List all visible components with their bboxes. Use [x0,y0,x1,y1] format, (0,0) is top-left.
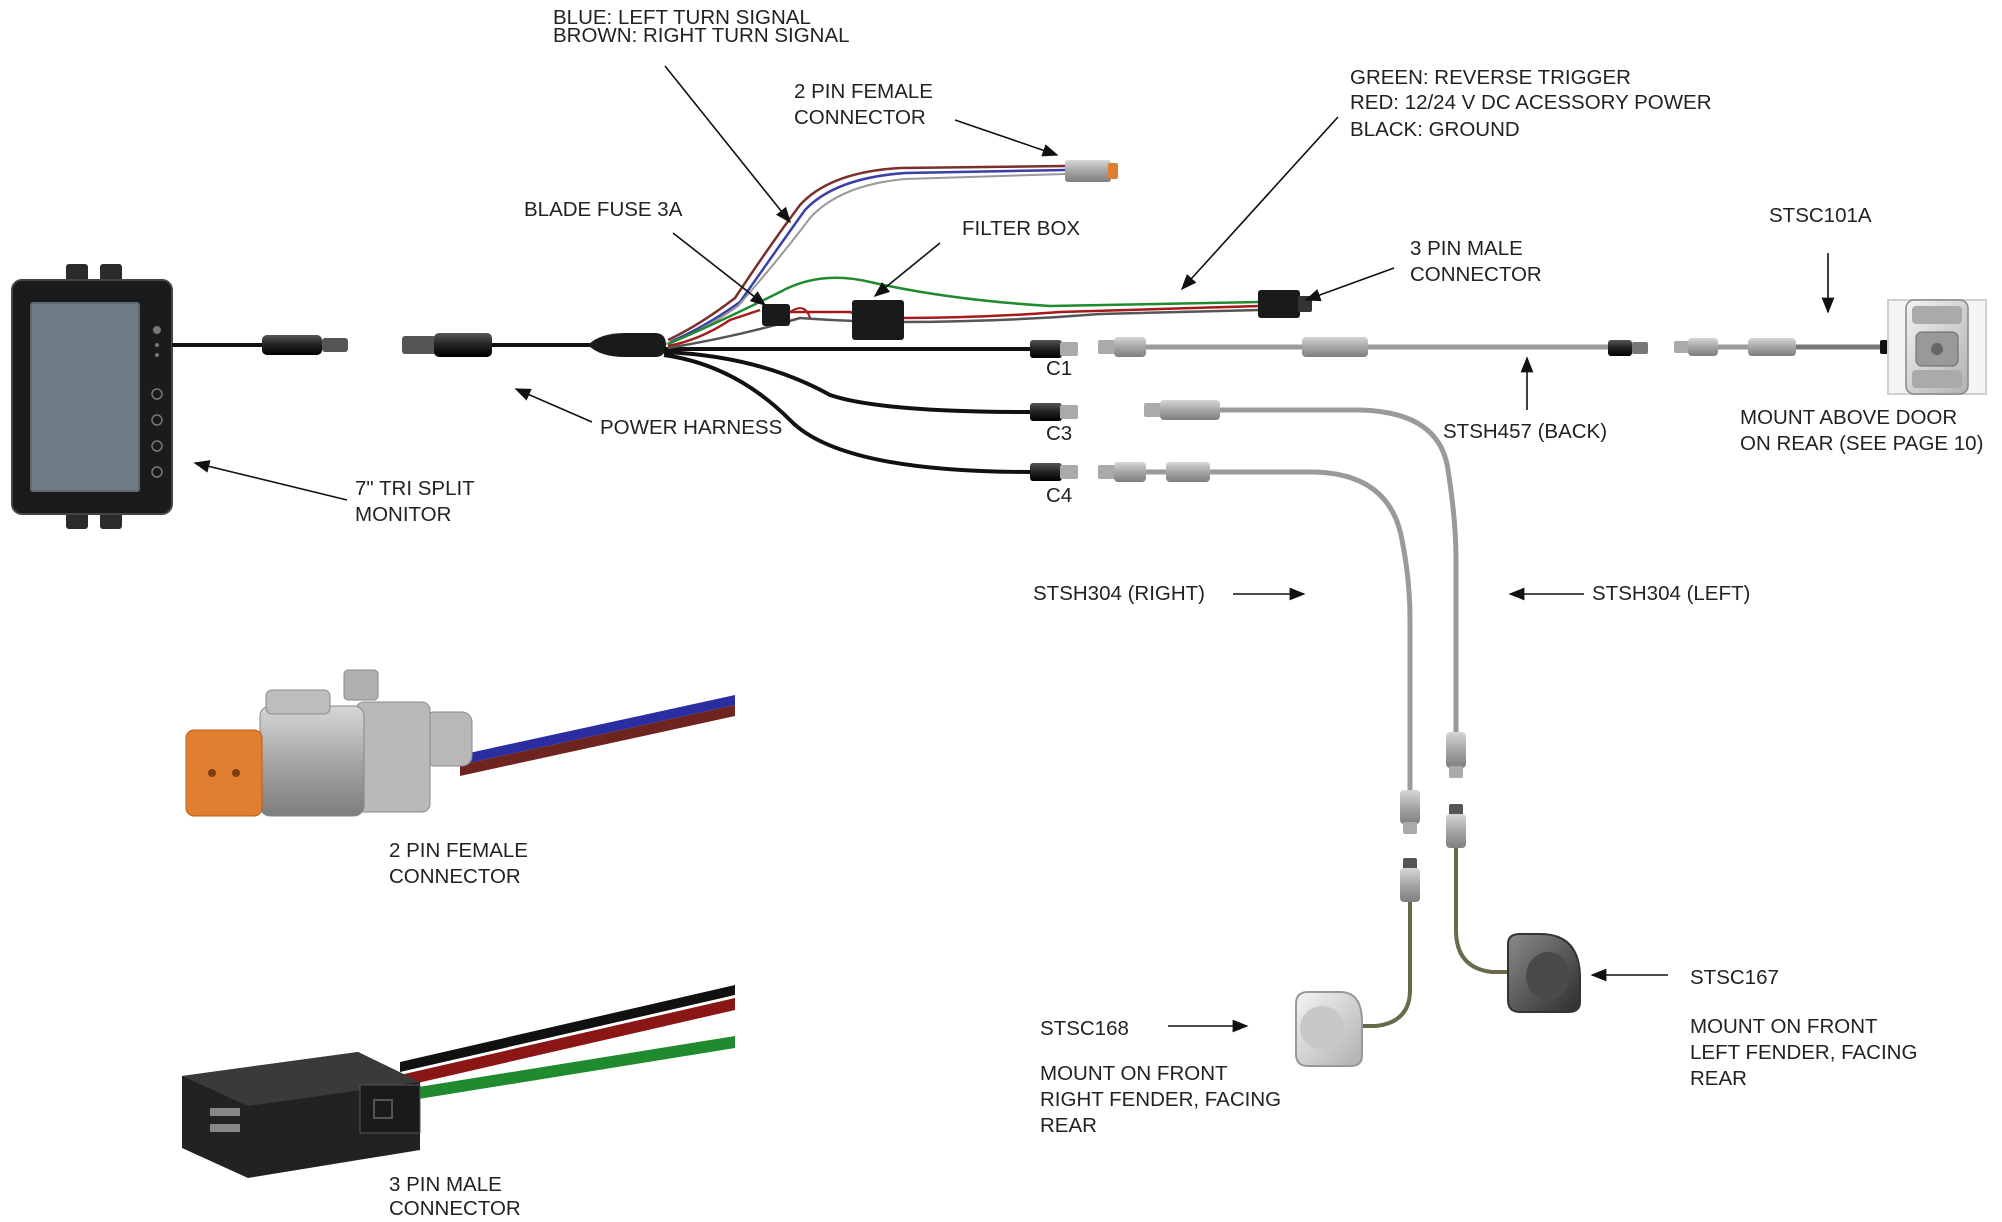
three-pin-male-connector-top [1258,290,1312,318]
label-stsc167: STSC167 [1690,966,1779,989]
label-stsh457: STSH457 (BACK) [1443,420,1608,443]
label-two-pin-female-detail-1: 2 PIN FEMALE [389,839,528,862]
callout-arrows [193,65,1835,1033]
label-monitor-2: MONITOR [355,503,452,526]
two-pin-female-detail [185,669,735,817]
stsh304-right-cable [1098,462,1420,1028]
label-turn-signal-blue: BLUE: LEFT TURN SIGNAL [553,6,811,29]
label-two-pin-female-top-2: CONNECTOR [794,106,926,129]
label-filter-box: FILTER BOX [962,217,1081,240]
stsh304-left-cable [1144,400,1510,974]
label-wire-green: GREEN: REVERSE TRIGGER [1350,66,1631,89]
label-c3: C3 [1046,422,1073,445]
monitor [11,264,173,529]
label-mount-rear-2: ON REAR (SEE PAGE 10) [1740,432,1984,455]
three-pin-male-detail [182,985,735,1178]
power-wires [667,276,1261,350]
filter-box [852,300,904,340]
label-stsc168: STSC168 [1040,1017,1129,1040]
label-mount-right-2: RIGHT FENDER, FACING [1040,1088,1282,1111]
label-wire-black: BLACK: GROUND [1350,118,1520,141]
label-wire-red: RED: 12/24 V DC ACESSORY POWER [1350,91,1712,114]
label-turn-signal-brown: BROWN: RIGHT TURN SIGNAL [553,24,850,47]
stsc101a-camera [1887,299,1987,395]
label-three-pin-male-top-1: 3 PIN MALE [1410,237,1523,260]
stsc167-camera [1507,933,1581,1013]
label-blade-fuse: BLADE FUSE 3A [524,198,683,221]
label-mount-rear-1: MOUNT ABOVE DOOR [1740,406,1958,429]
label-mount-right-3: REAR [1040,1114,1097,1137]
c3-connector [1030,403,1078,421]
stsh457-cable [1098,337,1898,357]
label-monitor-1: 7" TRI SPLIT [355,477,475,500]
label-stsh304-right: STSH304 (RIGHT) [1033,582,1205,605]
c1-connector [1030,340,1078,358]
label-two-pin-female-detail-2: CONNECTOR [389,865,521,888]
monitor-cable [172,335,348,355]
label-mount-left-2: LEFT FENDER, FACING [1690,1041,1918,1064]
label-two-pin-female-top-1: 2 PIN FEMALE [794,80,933,103]
label-three-pin-male-top-2: CONNECTOR [1410,263,1542,286]
label-stsc101a: STSC101A [1769,204,1872,227]
label-c4: C4 [1046,484,1073,507]
label-mount-left-3: REAR [1690,1067,1747,1090]
label-mount-right-1: MOUNT ON FRONT [1040,1062,1228,1085]
label-three-pin-male-detail-2: CONNECTOR [389,1197,521,1220]
label-three-pin-male-detail-1: 3 PIN MALE [389,1173,502,1196]
stsc168-camera [1295,991,1363,1067]
label-stsh304-left: STSH304 (LEFT) [1592,582,1751,605]
two-pin-female-connector-top [1065,160,1118,182]
label-mount-left-1: MOUNT ON FRONT [1690,1015,1878,1038]
c4-connector [1030,463,1078,481]
blade-fuse [762,304,811,326]
power-harness [402,333,1031,474]
label-c1: C1 [1046,357,1073,380]
label-power-harness: POWER HARNESS [600,416,783,439]
